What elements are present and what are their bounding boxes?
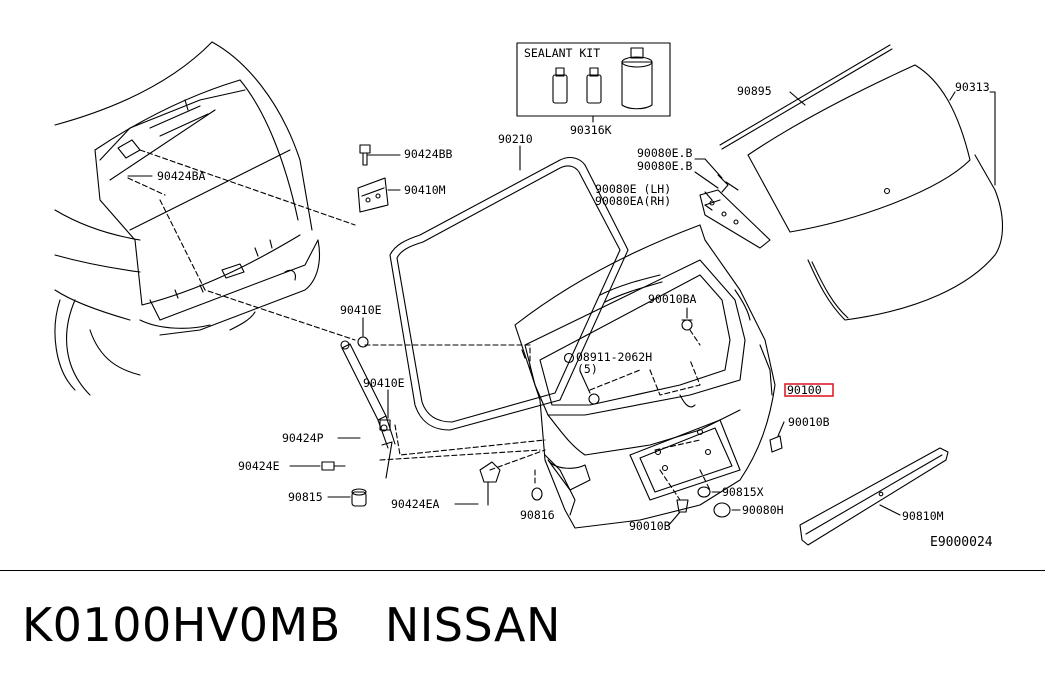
part-label-90313: 90313 [955, 80, 990, 94]
bolt-icon [681, 319, 693, 331]
part-label-90080EB-2: 90080E.B [637, 159, 692, 173]
leader-lines [127, 91, 996, 527]
part-label-90424P: 90424P [282, 431, 324, 445]
part-label-90080EB-1: 90080E.B [637, 146, 692, 160]
bolt-icon [379, 419, 391, 431]
bolt-icon [321, 461, 346, 471]
sealant-bottle-icon [552, 47, 653, 110]
part-label-90410E-top: 90410E [340, 303, 382, 317]
part-label-90424EA: 90424EA [391, 497, 440, 511]
part-label-90010B-right: 90010B [788, 415, 830, 429]
rubber-bumper-icon [351, 488, 367, 507]
part-label-90816: 90816 [520, 508, 555, 522]
part-label-90815X: 90815X [722, 485, 764, 499]
hinge-bracket [357, 177, 389, 213]
part-label-08911: 08911-2062H [576, 350, 652, 364]
clip-icon [479, 461, 501, 506]
part-label-90080H: 90080H [742, 503, 784, 517]
parts-diagram: SEALANT KIT 90316K 90424BB 90410M 90424B… [54, 41, 1003, 550]
part-label-90210: 90210 [498, 132, 533, 146]
license-finisher [799, 447, 949, 546]
part-label-90410M: 90410M [404, 183, 446, 197]
bolt-icon [676, 499, 689, 513]
gas-strut [340, 340, 396, 479]
part-label-90424E: 90424E [238, 459, 280, 473]
leader-lines-dashed [127, 149, 711, 501]
part-label-90424BA: 90424BA [157, 169, 206, 183]
part-label-90010B-bottom: 90010B [629, 519, 671, 533]
part-label-08911-qty: (5) [577, 362, 598, 376]
vehicle-body-illustration [54, 41, 321, 396]
bolt-icon [357, 336, 369, 348]
part-number: K0100HV0MB [22, 598, 341, 652]
footer-caption: K0100HV0MB NISSAN [22, 598, 561, 652]
part-label-90810M: 90810M [902, 509, 944, 523]
plug-icon [531, 487, 543, 501]
part-label-90895: 90895 [737, 84, 772, 98]
weatherstrip-seal [389, 156, 629, 431]
part-label-90815: 90815 [288, 490, 323, 504]
part-label-90010BA: 90010BA [648, 292, 697, 306]
rear-window-glass [747, 64, 971, 233]
rubber-bumper-icon [697, 486, 711, 498]
screw-symbol-icon [563, 352, 575, 364]
part-label-90316K: 90316K [570, 123, 612, 137]
diagram-code: E9000024 [930, 535, 993, 550]
plug-icon [713, 502, 731, 518]
brand-name: NISSAN [384, 598, 561, 652]
bolt-icon [769, 435, 783, 453]
part-label-90410E-bottom: 90410E [363, 376, 405, 390]
door-lock-bracket [699, 174, 771, 249]
part-label-90424BB: 90424BB [404, 147, 453, 161]
back-door-panel [514, 224, 776, 529]
sealant-kit-title: SEALANT KIT [524, 46, 600, 60]
part-label-90080EA-RH: 90080EA(RH) [595, 194, 671, 208]
part-label-90080E-LH: 90080E (LH) [595, 182, 671, 196]
screw-icon [588, 393, 600, 405]
part-label-90100: 90100 [787, 383, 822, 397]
glass-molding-strip [719, 44, 1003, 321]
bolt-icon [359, 144, 371, 166]
footer-divider [0, 570, 1045, 571]
highlight-box [784, 383, 834, 397]
